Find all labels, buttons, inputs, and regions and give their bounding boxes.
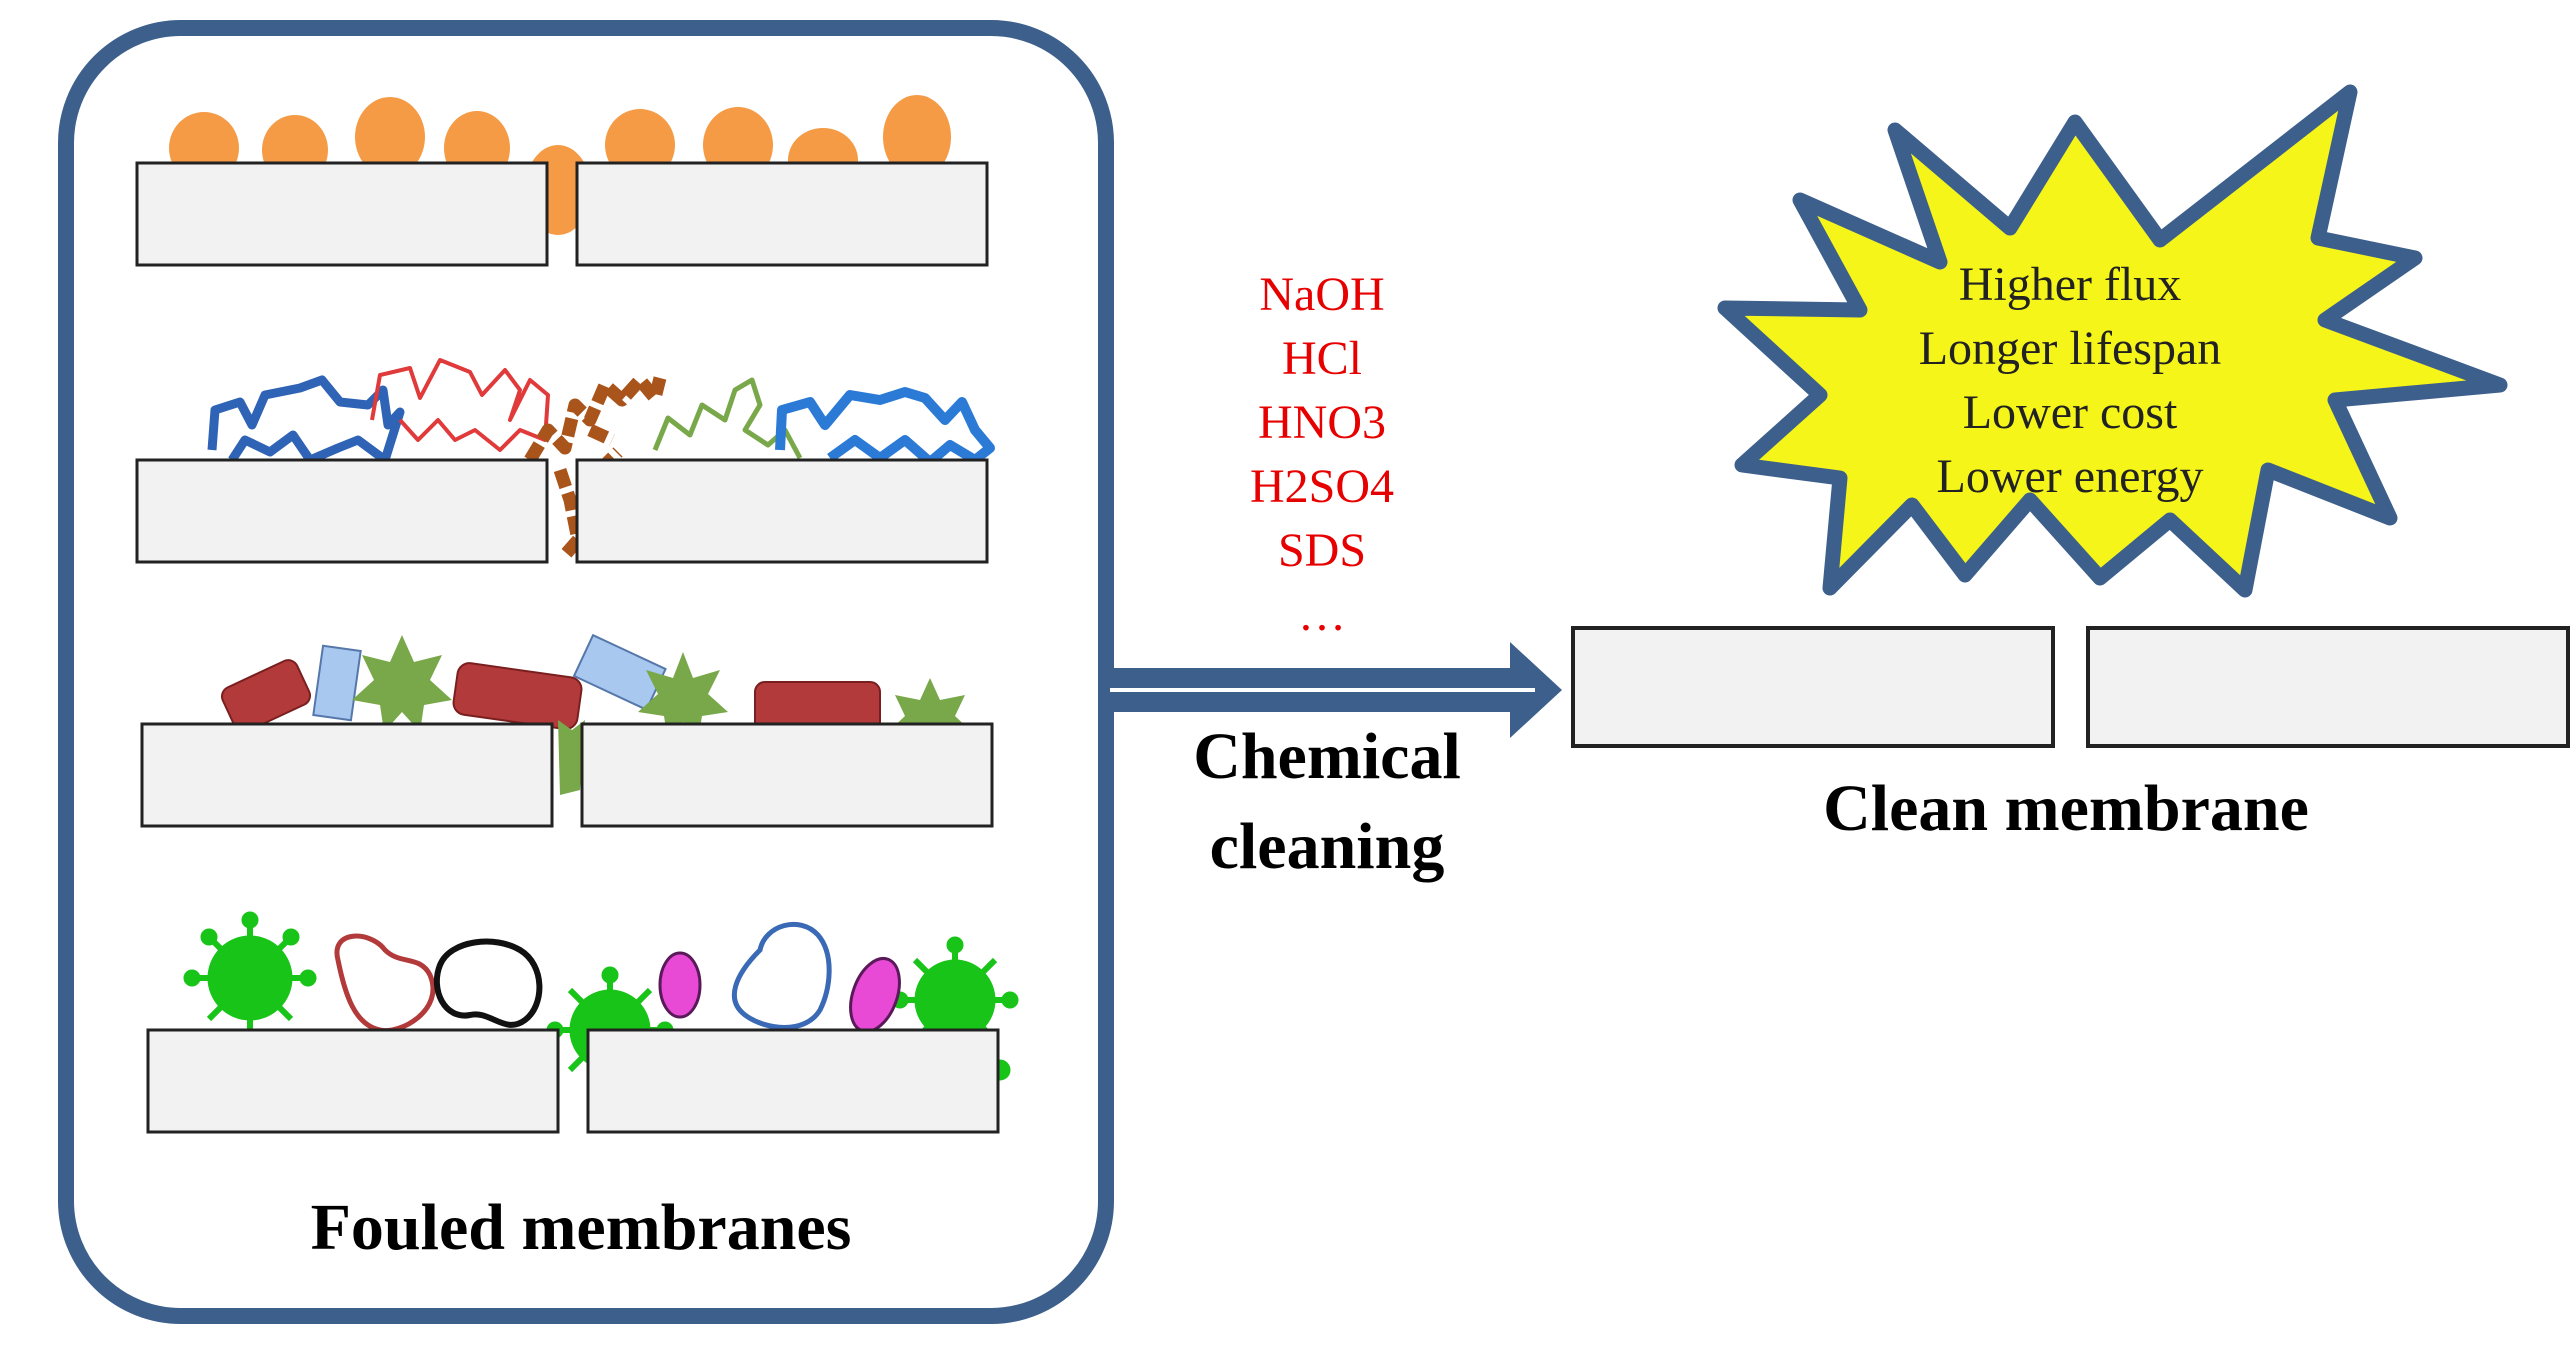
polymer-chain-blue [207, 375, 405, 465]
scale-star-under [558, 720, 585, 795]
benefit-item: Lower energy [1937, 450, 2204, 503]
polymer-chain-blue-2 [775, 387, 995, 467]
chemical-item: HCl [1282, 332, 1362, 385]
polymer-chain-red [370, 358, 550, 452]
polymer-chain-green [652, 377, 803, 460]
membrane-block [135, 161, 549, 267]
fouled-panel: Fouled membranes [58, 20, 1114, 1324]
scale-cylinder [452, 662, 583, 730]
membrane-block [146, 1028, 560, 1134]
membrane-block [586, 1028, 1000, 1134]
scale-star [352, 635, 452, 732]
chemical-item: NaOH [1259, 268, 1384, 321]
benefit-item: Lower cost [1963, 386, 2178, 439]
chemical-list: NaOH HCl HNO3 H2SO4 SDS … [1250, 268, 1394, 641]
process-arrow [1110, 642, 1562, 738]
bacterium-black [433, 938, 543, 1028]
clean-label: Clean membrane [1823, 772, 2309, 845]
inorganic-scaling-fouling-row [140, 633, 994, 828]
membrane-block [135, 458, 549, 564]
process-label-line1: Chemical [1193, 720, 1461, 793]
scale-crystal [312, 644, 362, 722]
clean-panel: Higher flux Longer lifespan Lower cost L… [1571, 84, 2570, 845]
chemical-item: HNO3 [1258, 396, 1386, 449]
process-label: Chemical cleaning [1193, 720, 1461, 883]
bacterium-blue [731, 921, 832, 1030]
chemical-item: SDS [1278, 524, 1366, 577]
clean-membrane-block [1571, 626, 2055, 748]
bacterium-pink [658, 951, 702, 1019]
membrane-block [575, 161, 989, 267]
biofouling-row [146, 911, 1019, 1134]
clean-membrane-block [2086, 626, 2570, 748]
benefit-item: Longer lifespan [1919, 322, 2222, 375]
membrane-block [575, 458, 989, 564]
bacterium-red [334, 933, 436, 1034]
benefit-item: Higher flux [1959, 258, 2182, 311]
scale-cylinder [220, 659, 312, 733]
polymer-chain-brown [524, 373, 667, 560]
membrane-block [140, 722, 554, 828]
chemical-item: … [1298, 588, 1346, 641]
membrane-block [580, 722, 994, 828]
fouled-label: Fouled membranes [311, 1191, 852, 1264]
benefits-starburst [1717, 84, 2508, 598]
benefits-list: Higher flux Longer lifespan Lower cost L… [1919, 258, 2222, 503]
organic-particle-fouling-row [135, 95, 989, 267]
scale-star [638, 652, 728, 742]
chemical-item: H2SO4 [1250, 460, 1394, 513]
scale-star [888, 678, 972, 732]
polymer-chain-fouling-row [135, 358, 995, 564]
process-label-line2: cleaning [1210, 810, 1445, 883]
